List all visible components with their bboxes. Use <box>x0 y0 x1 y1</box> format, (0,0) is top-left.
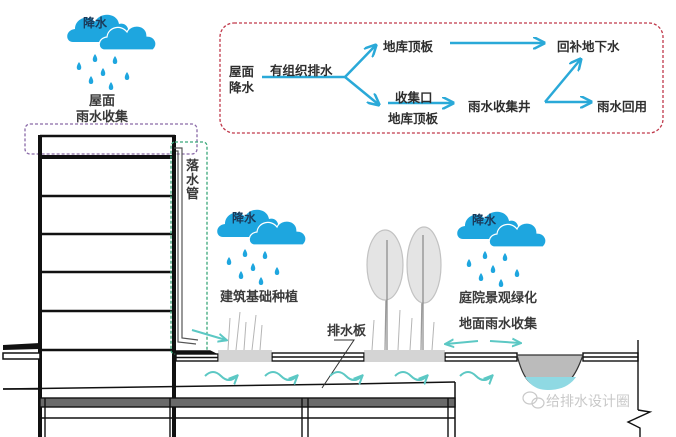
wechat-icon <box>522 391 545 409</box>
ground-collection-label: 地面雨水收集 <box>459 317 538 332</box>
roof-slab <box>175 340 653 437</box>
flow-node-upper: 地库顶板 <box>383 39 434 54</box>
downpipe <box>174 147 199 345</box>
flow-node-lower-top: 收集口 <box>395 90 433 105</box>
drainage-board-leader <box>321 339 355 389</box>
downpipe-zone <box>170 141 208 355</box>
grass-courtyard <box>371 309 435 351</box>
rain-cloud-icon <box>216 209 307 285</box>
drainage-board-label: 排水板 <box>327 324 367 339</box>
flow-edge-label: 有组织排水 <box>270 63 333 78</box>
roof-collection-label: 屋面 <box>89 94 116 109</box>
flowchart-border <box>219 22 664 134</box>
flow-node-reuse: 雨水回用 <box>597 99 648 114</box>
flow-source: 屋面 <box>229 64 255 79</box>
tree-icon <box>366 226 442 351</box>
basement-structure <box>2 381 456 437</box>
flow-node-recharge: 回补地下水 <box>557 39 620 54</box>
left-ground <box>2 343 41 390</box>
cloud-label: 降水 <box>472 213 497 227</box>
courtyard-greening-label: 庭院景观绿化 <box>459 291 538 306</box>
grass-foundation <box>227 311 263 351</box>
flow-node-well: 雨水收集井 <box>468 99 531 114</box>
roof-collection-zone <box>24 123 198 155</box>
planting-bed <box>218 350 445 362</box>
downpipe-label: 落水管 <box>186 159 200 202</box>
cloud-label: 降水 <box>83 16 108 30</box>
flow-arrows <box>262 43 590 104</box>
flow-source: 降水 <box>229 80 255 95</box>
flow-node-lower-bottom: 地库顶板 <box>388 111 439 126</box>
building <box>38 134 176 437</box>
foundation-planting-label: 建筑基础种植 <box>220 290 299 305</box>
roof-collection-label: 雨水收集 <box>76 110 129 125</box>
rain-cloud-icon <box>66 14 157 90</box>
rain-cloud-icon <box>456 211 547 287</box>
watermark: 给排水设计圈 <box>546 394 630 410</box>
water-flow-arrows <box>191 329 520 380</box>
bioswale-water <box>525 377 576 390</box>
cloud-label: 降水 <box>232 211 257 225</box>
